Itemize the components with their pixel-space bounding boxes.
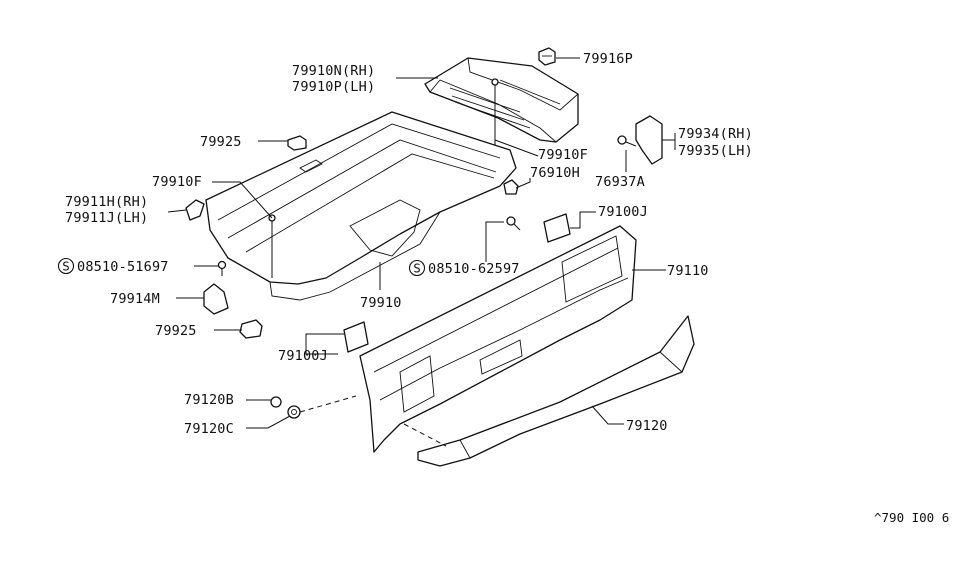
label-79120b: 79120B	[184, 392, 234, 408]
svg-text:S: S	[413, 261, 421, 276]
back-panel-part	[359, 225, 637, 453]
label-79120: 79120	[626, 418, 668, 434]
cover-79100j-right-part	[543, 213, 571, 243]
block-79925-bottom-part	[239, 319, 263, 339]
clip-76910h-part	[503, 179, 519, 195]
screw-08510-51697-part	[217, 260, 227, 276]
screw-symbol-right: S	[408, 259, 426, 277]
hidden-line-2	[403, 423, 447, 447]
bracket-79914m-part	[203, 283, 229, 315]
label-79910f-right: 79910F	[538, 147, 588, 163]
label-79934: 79934(RH)	[678, 126, 753, 142]
label-79110: 79110	[667, 263, 709, 279]
screw-symbol-left: S	[57, 257, 75, 275]
label-79935: 79935(LH)	[678, 143, 753, 159]
label-79100j-left: 79100J	[278, 348, 328, 364]
finisher-79120-part	[417, 315, 695, 467]
label-79910f-left: 79910F	[152, 174, 202, 190]
label-79925-bottom: 79925	[155, 323, 197, 339]
label-79914m: 79914M	[110, 291, 160, 307]
label-79910n: 79910N(RH)	[292, 63, 375, 79]
clip-79916p-part	[538, 47, 556, 66]
label-76910h: 76910H	[530, 165, 580, 181]
label-08510-62597: 08510-62597	[428, 261, 520, 277]
bracket-79911-part	[185, 199, 205, 221]
label-76937a: 76937A	[595, 174, 645, 190]
label-79910: 79910	[360, 295, 402, 311]
label-79916p: 79916P	[583, 51, 633, 67]
leader-lines	[167, 57, 676, 429]
label-79100j-right: 79100J	[598, 204, 648, 220]
svg-text:S: S	[62, 259, 70, 274]
cover-79100j-left-part	[343, 321, 369, 353]
label-79910p: 79910P(LH)	[292, 79, 375, 95]
diagram-code: ^790 I00 6	[874, 510, 949, 525]
label-79911j: 79911J(LH)	[65, 210, 148, 226]
label-79911h: 79911H(RH)	[65, 194, 148, 210]
label-79925-top: 79925	[200, 134, 242, 150]
block-79925-top-part	[287, 135, 307, 151]
label-79120c: 79120C	[184, 421, 234, 437]
hidden-line-1	[299, 395, 357, 413]
label-08510-51697: 08510-51697	[77, 259, 169, 275]
bracket-79934-part	[617, 115, 663, 165]
nut-79120b-part	[270, 396, 282, 408]
parcel-shelf-trim-part	[424, 57, 579, 148]
screw-08510-62597-part	[506, 216, 521, 231]
